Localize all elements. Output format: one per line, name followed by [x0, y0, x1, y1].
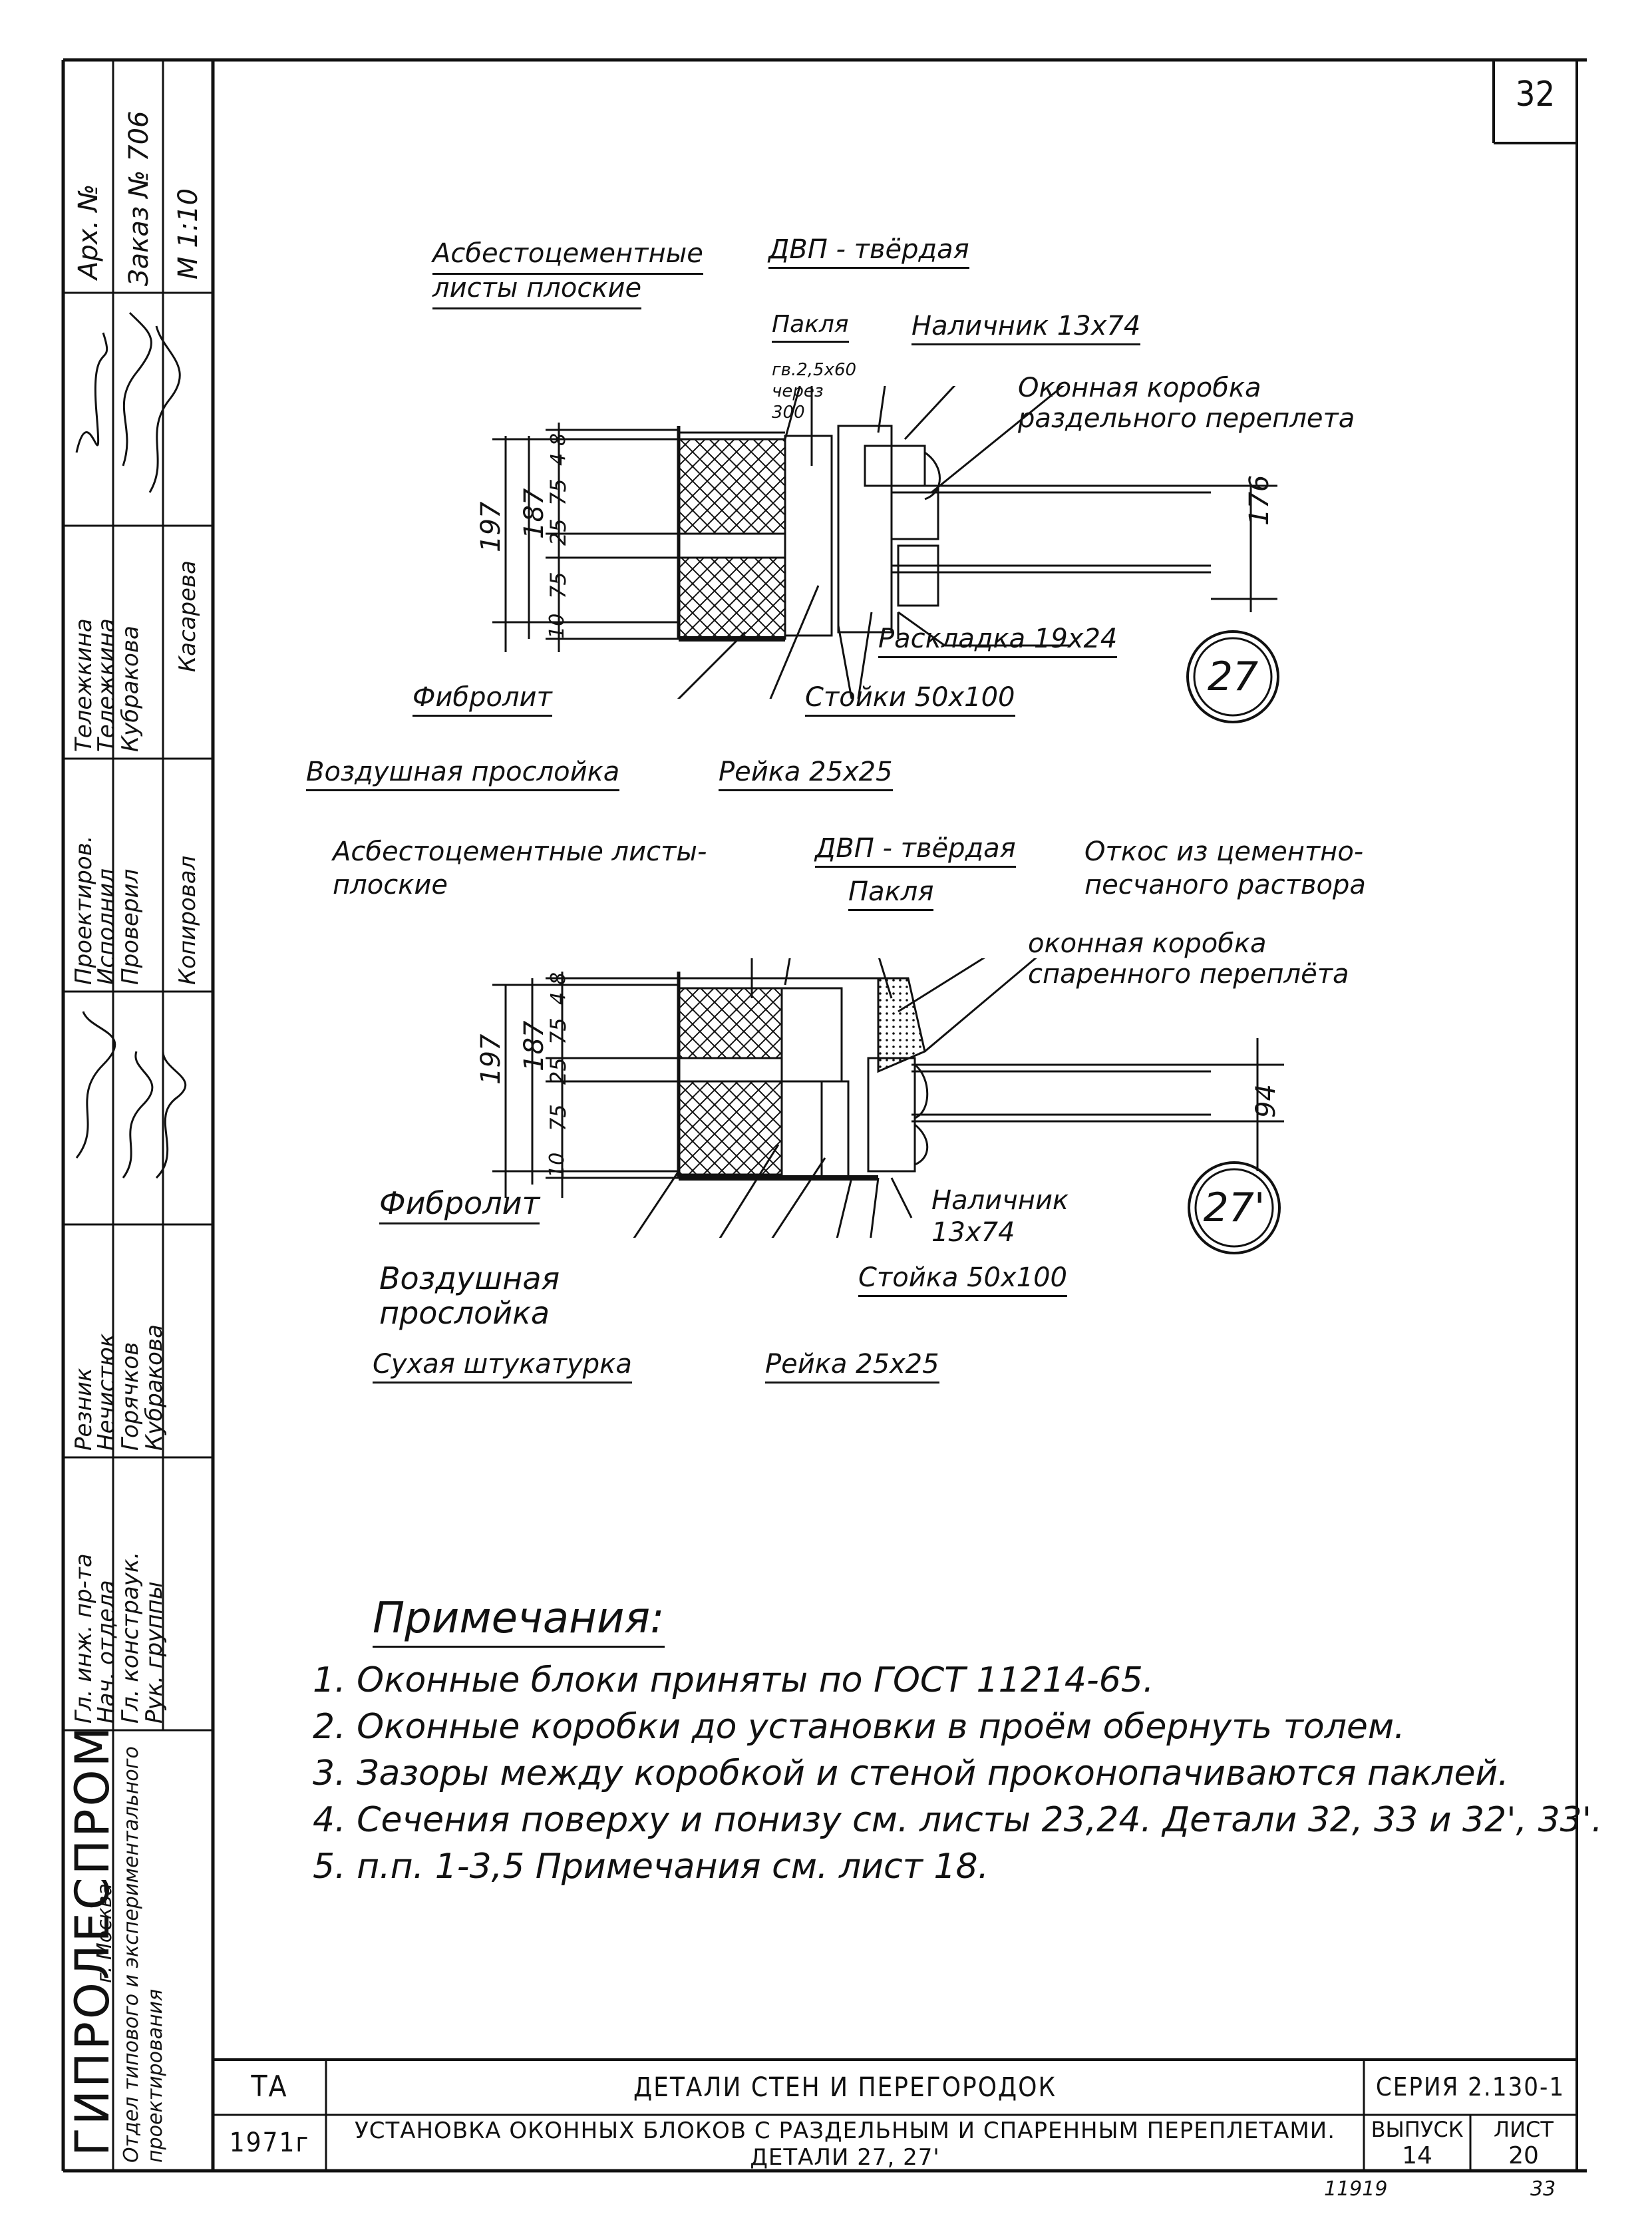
tb-ta: ТА [251, 2070, 288, 2104]
tb-issue-value: 14 [1402, 2142, 1432, 2169]
stamp-archive: Арх. № [73, 184, 104, 279]
label27-dvp: ДВП - твёрдая [768, 236, 969, 269]
label27-nalichnik: Наличник 13х74 [911, 313, 1141, 345]
label27p-sukhaya: Сухая штукатурка [373, 1351, 632, 1384]
label27p-nalichnik: Наличник 13х74 [931, 1185, 1069, 1248]
dim27-bottom: 10 [546, 613, 569, 639]
tb-sheet-label: ЛИСТ [1494, 2117, 1554, 2142]
notes-title: Примечания: [373, 1594, 665, 1648]
label27-asbestos: Асбестоцементные листы плоские [432, 236, 725, 309]
tb-issue: ВЫПУСК 14 [1364, 2116, 1470, 2169]
tb-series-value: 2.130-1 [1468, 2072, 1566, 2102]
dim27p-d5: 8 [547, 972, 570, 985]
note-5: 5. п.п. 1-3,5 Примечания см. лист 18. [313, 1847, 989, 1887]
detail-27-marker: 27 [1207, 653, 1259, 700]
signatures [75, 311, 187, 1179]
tb-issue-label: ВЫПУСК [1371, 2117, 1464, 2142]
stamp-order: Заказ № 706 [124, 110, 154, 286]
tb-subtitle: УСТАНОВКА ОКОННЫХ БЛОКОВ С РАЗДЕЛЬНЫМ И … [326, 2118, 1364, 2171]
stamp-dept: Отдел типового и экспериментального прое… [120, 1746, 167, 2163]
label27p-fibrolit: Фибролит [379, 1188, 540, 1224]
label27p-dvp: ДВП - твёрдая [815, 835, 1016, 868]
stamp-role-4: Рук. группы [141, 1581, 168, 1724]
stamp-role-3: Гл. констрaук. [117, 1551, 144, 1724]
tb-series: СЕРИЯ 2.130-1 [1364, 2060, 1577, 2115]
label27-pakla: Пакля [772, 313, 849, 343]
footer-right: 33 [1530, 2177, 1556, 2201]
tb-series-label: СЕРИЯ [1375, 2072, 1460, 2102]
tb-sheet-value: 20 [1508, 2142, 1539, 2169]
dim27p-d4: 4 [547, 992, 570, 1005]
dim27p-total: 197 [476, 1033, 506, 1085]
label27p-air: Воздушная прослойка [379, 1260, 560, 1331]
note-4: 4. Сечения поверху и понизу см. листы 23… [313, 1800, 1603, 1840]
dim27-d4: 4 [547, 453, 570, 466]
dim27-d5: 8 [547, 433, 570, 446]
label27p-pakla: Пакля [848, 878, 934, 911]
label27-fibrolit: Фибролит [413, 684, 552, 717]
dim27p-d2: 25 [546, 1057, 571, 1085]
stamp-scale: М 1:10 [173, 188, 204, 279]
dim27p-d1: 75 [546, 1018, 571, 1045]
tb-subtitle-1: УСТАНОВКА ОКОННЫХ БЛОКОВ С РАЗДЕЛЬНЫМ И … [355, 2118, 1335, 2144]
dim27-total: 197 [476, 501, 506, 552]
dim27p-right: 94 [1251, 1084, 1281, 1118]
dim27p-d3: 75 [546, 1104, 571, 1131]
label27p-stoika: Стойка 50х100 [858, 1264, 1068, 1297]
label27p-otkos: Откос из цементно- песчаного раствора [1084, 836, 1366, 900]
dim27-d3: 75 [546, 572, 571, 599]
detail-27-drawing [492, 386, 1277, 699]
tb-year: 1971г [229, 2128, 310, 2158]
dim27-d2: 25 [546, 518, 571, 546]
stamp-city: г. Москва [93, 1883, 116, 1983]
detail-27p-marker-circle [1188, 1161, 1281, 1254]
detail-27-marker-circle [1186, 630, 1279, 723]
label27-nails: гв.2,5х60 через 300 [772, 360, 857, 423]
note-3: 3. Зазоры между коробкой и стеной прокон… [313, 1754, 1509, 1793]
stamp-role-2: Нач. отдела [93, 1580, 120, 1724]
tb-subtitle-2: ДЕТАЛИ 27, 27' [750, 2144, 940, 2171]
dim27-right: 176 [1244, 474, 1275, 526]
label27-reika: Рейка 25х25 [719, 759, 893, 791]
tb-sheet: ЛИСТ 20 [1470, 2116, 1577, 2169]
label27-korobka: Оконная коробка раздельного переплета [1018, 373, 1355, 434]
detail-27p-drawing [492, 958, 1284, 1238]
page-number: 32 [1515, 75, 1556, 114]
tb-title: ДЕТАЛИ СТЕН И ПЕРЕГОРОДОК [633, 2072, 1057, 2103]
label27p-reika: Рейка 25х25 [765, 1351, 939, 1384]
note-2: 2. Оконные коробки до установки в проём … [313, 1707, 1405, 1747]
note-1: 1. Оконные блоки приняты по ГОСТ 11214-6… [313, 1660, 1154, 1700]
dim27-d1: 75 [546, 478, 571, 506]
label27p-asbestos: Асбестоцементные листы- плоские [333, 836, 707, 900]
footer-left: 11919 [1324, 2177, 1388, 2201]
label27-air: Воздушная прослойка [306, 759, 620, 791]
dim27p-bottom: 10 [546, 1152, 569, 1178]
label27-stoiki: Стойки 50х100 [805, 684, 1015, 717]
detail-27p-marker: 27' [1203, 1185, 1265, 1231]
label27p-korobka: оконная коробка спаренного переплёта [1028, 928, 1349, 990]
label27-raskladka: Раскладка 19х24 [878, 626, 1118, 658]
